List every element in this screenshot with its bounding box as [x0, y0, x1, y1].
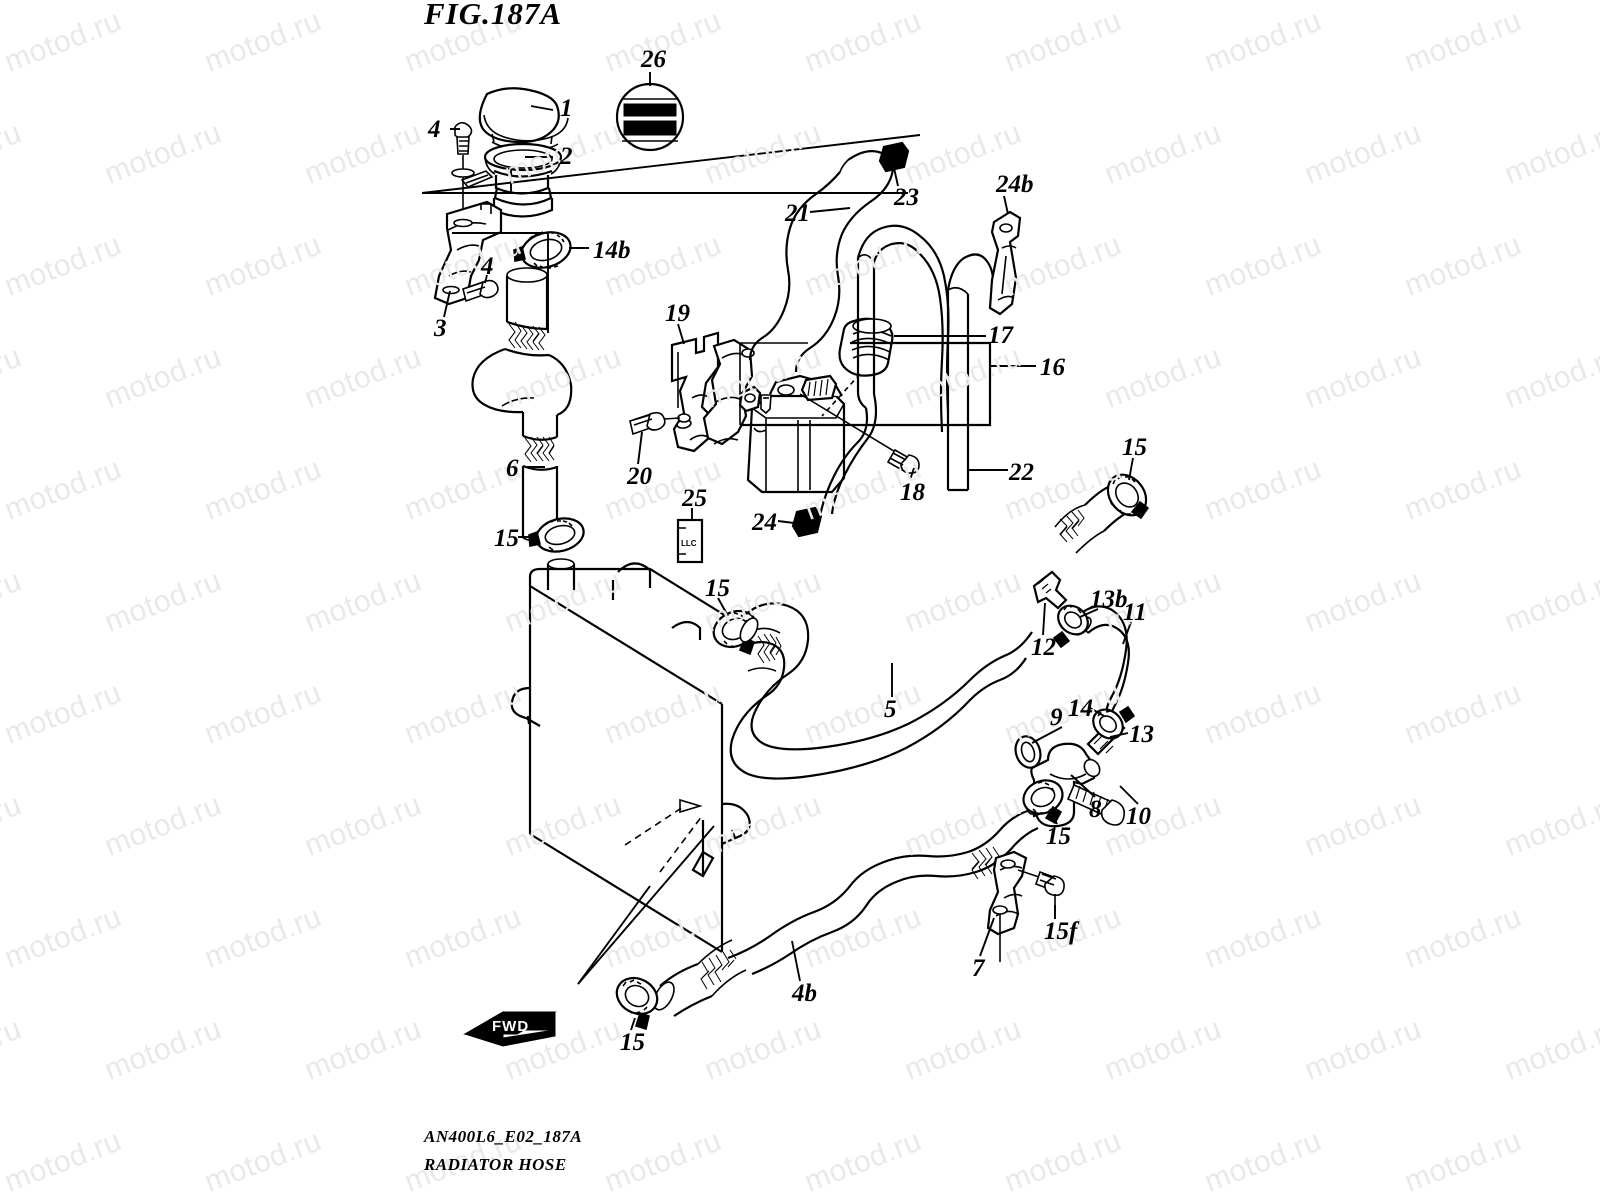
callout-20: 19 — [665, 300, 691, 327]
callout-23: 22 — [1008, 459, 1034, 486]
callout-24: 23 — [893, 184, 919, 211]
callout-14b: 14 — [1068, 695, 1093, 722]
callout-7: 6 — [506, 455, 519, 482]
callout-21: 20 — [626, 463, 653, 490]
callout-10: 9 — [1050, 704, 1063, 731]
cap-bracket-part — [433, 200, 503, 306]
callout-15f: 15 — [620, 1029, 645, 1056]
hose-clip-24-lower-part — [791, 506, 823, 538]
reservoir-hose-17-part — [739, 224, 992, 517]
clamp-15-upper-bottom-part — [528, 517, 585, 553]
callout-8: 7 — [972, 955, 986, 982]
callout-3: 3 — [433, 315, 447, 342]
figure-code-caption: AN400L6_E02_187A — [423, 1127, 582, 1146]
callout-25: 24b — [995, 171, 1034, 198]
callout-15b: 15 — [494, 525, 519, 552]
warning-label-27-part — [615, 82, 685, 152]
callout-15d: 15 — [1122, 434, 1147, 461]
callout-1: 1 — [560, 95, 573, 122]
figure-title: FIG.187A — [423, 0, 562, 31]
pipe-bolt-11-part — [1066, 783, 1126, 826]
callout-17: 16 — [1040, 354, 1066, 381]
callout-27: 26 — [640, 46, 667, 73]
fwd-label: FWD — [492, 1018, 529, 1035]
fwd-marker — [463, 1011, 557, 1047]
bolt-4-lower-part — [462, 279, 499, 303]
water-hose-6-part — [729, 483, 1135, 780]
callout-11: 10 — [1126, 803, 1152, 830]
callout-15: 14b — [593, 237, 631, 264]
reservoir-cap-part — [821, 317, 894, 417]
callout-26: 25 — [681, 485, 707, 512]
radiator-cap-part — [478, 87, 569, 152]
bolt-4-upper-part — [451, 121, 475, 215]
callout-15c: 15 — [705, 575, 730, 602]
leader-lines — [421, 72, 1139, 1031]
callout-2: 2 — [559, 143, 573, 170]
callout-9: 8 — [1089, 796, 1102, 823]
clamp-15-lower-radiator-part — [615, 976, 659, 1031]
callout-19: 18 — [900, 479, 926, 506]
bolt-21-part — [629, 411, 691, 436]
callout-18: 17 — [988, 322, 1015, 349]
hose-joint-13-upper-part — [1032, 570, 1068, 610]
figure-name-caption: RADIATOR HOSE — [423, 1155, 567, 1174]
hose-bracket-8-part — [986, 850, 1028, 962]
callout-13: 12 — [1031, 634, 1056, 661]
bracket-bolt-16-part — [1017, 869, 1065, 918]
callout-16: 15f — [1044, 918, 1080, 945]
callout-5: 4b — [791, 980, 817, 1007]
callout-22: 21 — [784, 200, 810, 227]
o-ring-10-part — [1014, 735, 1042, 769]
coolant-label-text: LLC — [681, 539, 697, 548]
clamp-15-hose6-engine-part — [1106, 473, 1150, 520]
radiator-core-part — [510, 558, 751, 953]
callout-4b: 4 — [480, 253, 494, 280]
hose-clip-14-upper-part — [1052, 604, 1089, 649]
hose-guide-bracket-25-part — [988, 210, 1022, 316]
coolant-label-26-part — [676, 518, 704, 564]
filler-neck-part — [460, 142, 563, 218]
callout-12: 11 — [1123, 599, 1147, 626]
callout-6: 5 — [884, 696, 897, 723]
callout-14: 13b — [1090, 586, 1128, 613]
callout-15e: 15 — [1046, 823, 1071, 850]
callout-13b: 13 — [1129, 721, 1154, 748]
hose-clip-24-upper-part — [878, 141, 910, 173]
callout-4: 4 — [427, 116, 441, 143]
callout-24b: 24 — [751, 509, 777, 536]
